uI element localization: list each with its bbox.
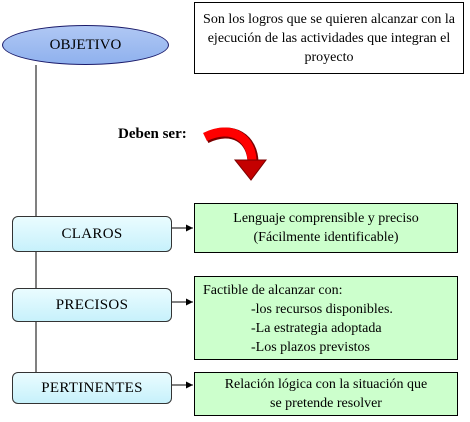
objective-ellipse: OBJETIVO (2, 25, 169, 65)
must-be-label: Deben ser: (118, 126, 187, 142)
description-box-precisos: Factible de alcanzar con: -los recursos … (194, 276, 458, 360)
criterion-label-claros: CLAROS (61, 225, 123, 242)
criterion-box-pertinentes: PERTINENTES (12, 372, 172, 404)
objective-label: OBJETIVO (49, 36, 122, 53)
description-line: Lenguaje comprensible y preciso (233, 211, 419, 226)
description-line: Factible de alcanzar con: (203, 283, 343, 298)
criterion-label-precisos: PRECISOS (55, 296, 129, 313)
curved-red-arrow-icon (203, 127, 267, 181)
criterion-box-precisos: PRECISOS (12, 288, 172, 322)
description-line: -los recursos disponibles. (251, 302, 393, 317)
description-line: se pretende resolver (270, 396, 382, 411)
objective-definition-box: Son los logros que se quieren alcanzar c… (194, 2, 464, 74)
criterion-box-claros: CLAROS (12, 216, 172, 252)
description-line: -La estrategia adoptada (251, 321, 382, 336)
criterion-label-pertinentes: PERTINENTES (41, 379, 143, 396)
description-box-claros: Lenguaje comprensible y preciso (Fácilme… (194, 203, 458, 253)
objective-definition-text: Son los logros que se quieren alcanzar c… (203, 11, 455, 65)
description-line: -Los plazos previstos (251, 340, 370, 355)
description-line: (Fácilmente identificable) (253, 230, 399, 245)
description-line: Relación lógica con la situación que (224, 377, 428, 392)
description-box-pertinentes: Relación lógica con la situación que se … (194, 372, 458, 416)
